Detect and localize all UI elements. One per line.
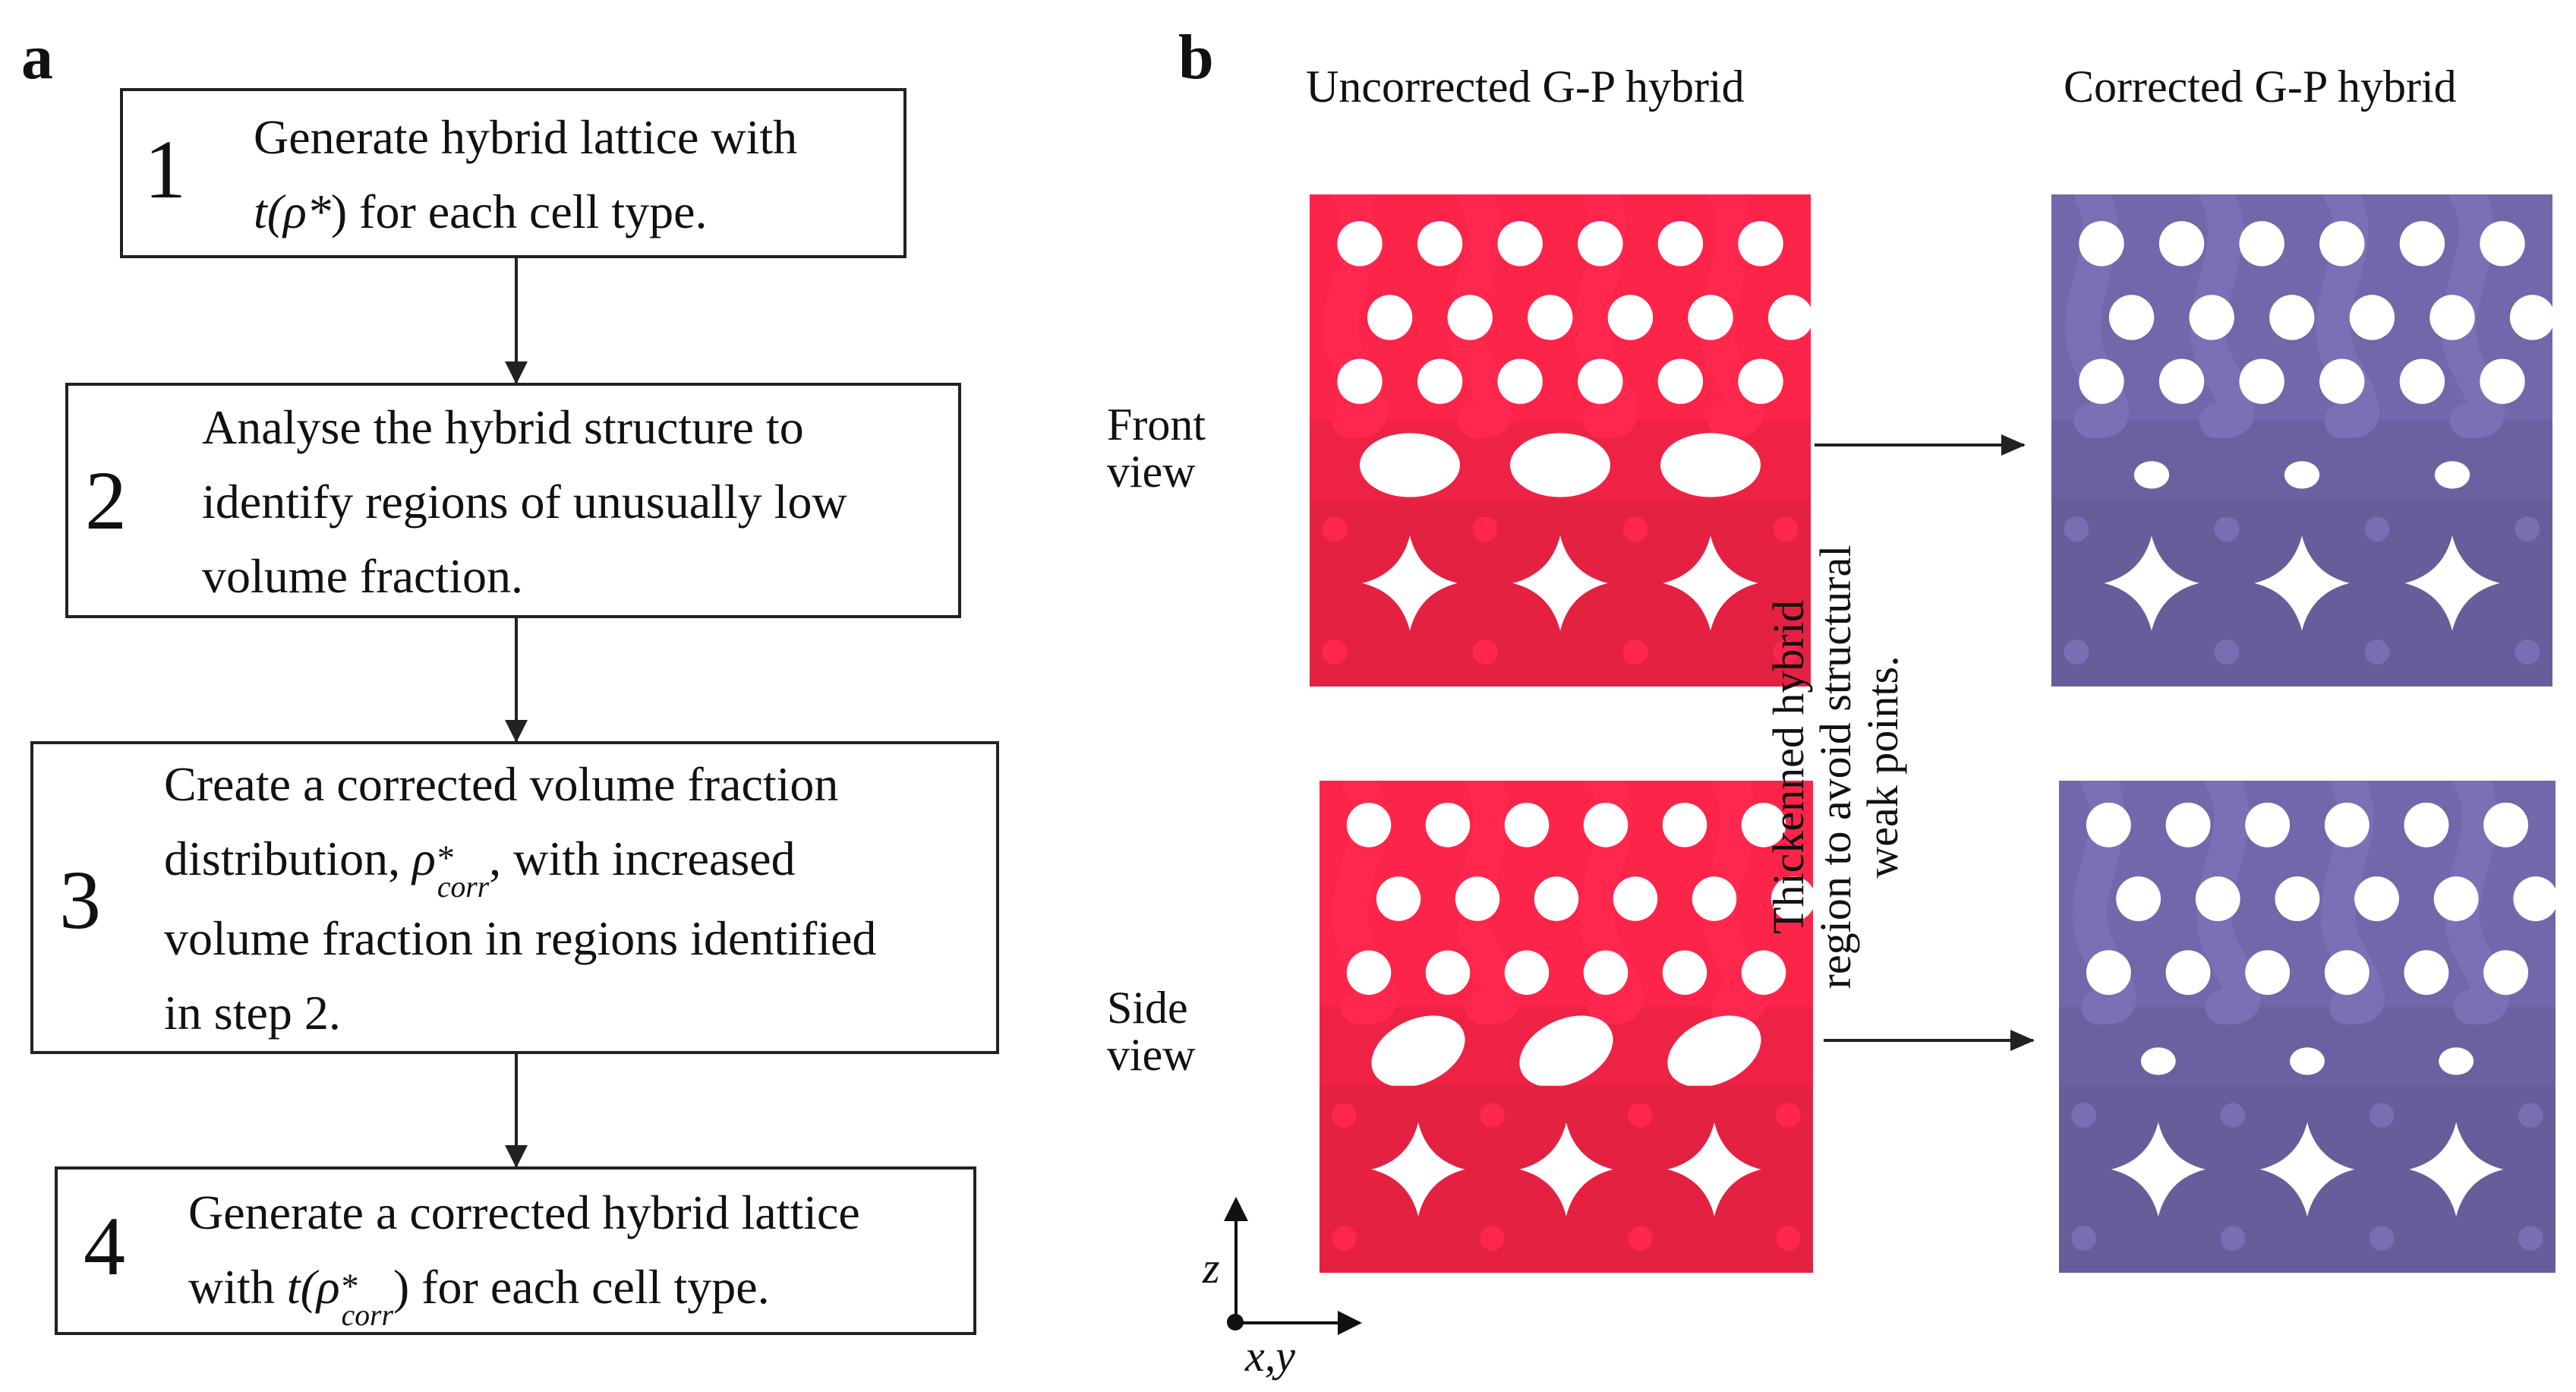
step-text-line: Generate hybrid lattice with bbox=[254, 110, 798, 164]
z-axis-arrowhead bbox=[1224, 1197, 1248, 1221]
z-axis-line bbox=[1234, 1209, 1238, 1324]
step-text: Generate a corrected hybrid lattice with… bbox=[188, 1176, 860, 1330]
step-number: 4 bbox=[84, 1200, 125, 1293]
flow-step-1: 1 Generate hybrid lattice with t(ρ*) for… bbox=[120, 88, 906, 258]
lattice-uncorrected-front bbox=[1310, 194, 1811, 687]
lattice-uncorrected-side bbox=[1320, 781, 1813, 1273]
column-title-uncorrected: Uncorrected G-P hybrid bbox=[1306, 62, 1745, 112]
step-text-line: identify regions of unusually low bbox=[202, 475, 847, 529]
panel-a-label: a bbox=[21, 22, 53, 93]
front-view-arrow bbox=[1815, 434, 2026, 456]
step-text: Generate hybrid lattice with t(ρ*) for e… bbox=[254, 100, 797, 249]
panel-b-label: b bbox=[1178, 22, 1214, 93]
flow-step-4: 4 Generate a corrected hybrid lattice wi… bbox=[55, 1166, 976, 1335]
step-text-line: with t(ρ*corr) for each cell type. bbox=[188, 1260, 770, 1332]
step-text-line: distribution, ρ*corr, with increased bbox=[164, 832, 796, 904]
step-text-line: Generate a corrected hybrid lattice bbox=[188, 1185, 860, 1239]
lattice-corrected-side bbox=[2059, 781, 2556, 1273]
step-text-line: Analyse the hybrid structure to bbox=[202, 400, 804, 454]
lattice-corrected-front bbox=[2051, 194, 2552, 687]
step-text-line: in step 2. bbox=[164, 985, 341, 1040]
xy-axis-label: x,y bbox=[1245, 1331, 1295, 1381]
step-number: 3 bbox=[59, 854, 101, 946]
thickened-region-note: Thickenned hybrid region to avoid struct… bbox=[1764, 544, 1907, 990]
step-number: 1 bbox=[144, 123, 186, 216]
column-title-corrected: Corrected G-P hybrid bbox=[2064, 62, 2457, 112]
flow-step-3: 3 Create a corrected volume fraction dis… bbox=[30, 741, 999, 1054]
step-text: Create a corrected volume fraction distr… bbox=[164, 747, 876, 1050]
step-text-line: t(ρ*) for each cell type. bbox=[254, 185, 708, 238]
z-axis-label: z bbox=[1203, 1243, 1220, 1293]
flow-arrow bbox=[505, 618, 528, 743]
side-view-arrow bbox=[1824, 1030, 2035, 1051]
step-text-line: volume fraction. bbox=[202, 549, 523, 603]
flow-arrow bbox=[505, 258, 528, 384]
origin-dot bbox=[1227, 1314, 1244, 1330]
flow-step-2: 2 Analyse the hybrid structure to identi… bbox=[65, 383, 961, 618]
step-text-line: Create a corrected volume fraction bbox=[164, 757, 839, 811]
xy-axis-arrowhead bbox=[1338, 1311, 1362, 1335]
xy-axis-line bbox=[1234, 1321, 1341, 1324]
step-number: 2 bbox=[85, 454, 127, 547]
step-text: Analyse the hybrid structure to identify… bbox=[202, 390, 847, 614]
flow-arrow bbox=[505, 1054, 528, 1168]
step-text-line: volume fraction in regions identified bbox=[164, 911, 877, 965]
